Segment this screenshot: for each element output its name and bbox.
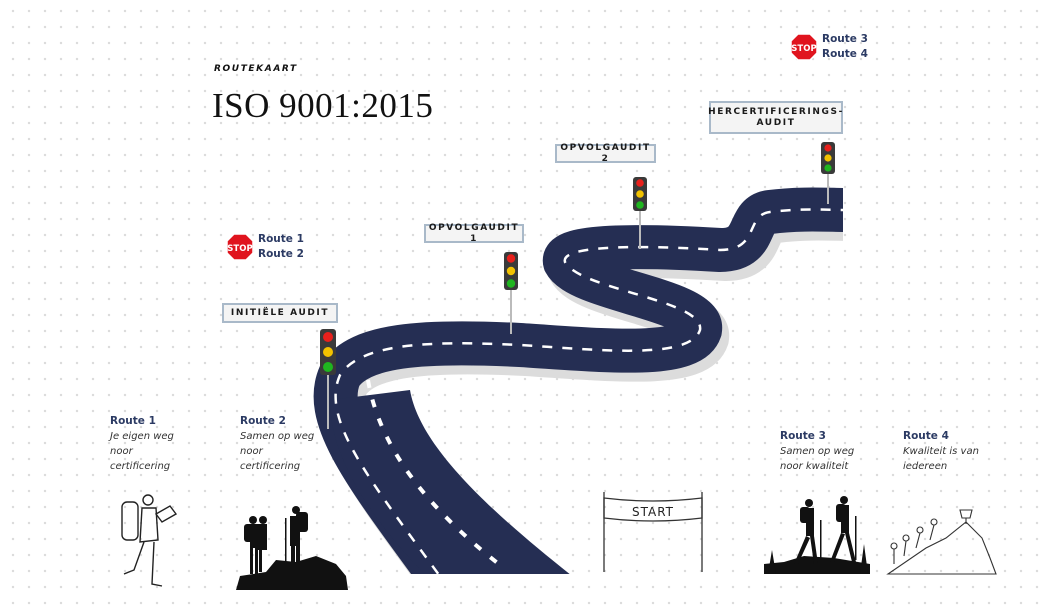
milestone-opvolgaudit-1: OPVOLGAUDIT 1 [424,222,524,244]
route-desc-line: Samen op weg [240,431,315,442]
stop-sign-icon: STOP [226,233,254,261]
two-hikers-walking-icon [764,496,870,574]
route-title: Route 1 [110,415,156,427]
start-banner-icon: START [603,492,703,572]
solo-hiker-map-icon [121,494,178,587]
milestone-label: OPVOLGAUDIT 2 [560,142,651,164]
traffic-light-icon [633,177,647,249]
milestone-hercertificeringsaudit: HERCERTIFICERINGS- AUDIT [708,101,844,134]
start-label: START [632,505,674,519]
page-title: ISO 9001:2015 [212,86,434,125]
route-title: Route 2 [240,415,286,427]
traffic-light-icon [821,142,835,204]
traffic-light-icon [504,252,518,334]
route-desc-line: Kwaliteit is van [903,446,979,457]
route-desc-line: noor [240,446,263,457]
eyebrow-label: ROUTEKAART [214,64,298,74]
stop-sign-routes-1-2: STOP Route 1 Route 2 [226,232,304,262]
route-1-description: Route 1 Je eigen weg noor certificering [110,414,174,474]
route-title: Route 3 [780,430,826,442]
stop-route-label: Route 1 [258,233,304,245]
route-4-description: Route 4 Kwaliteit is van iedereen [903,429,979,474]
traffic-light-icon [320,329,336,429]
stop-route-label: Route 2 [258,248,304,260]
svg-text:STOP: STOP [791,44,816,54]
stop-sign-icon: STOP [790,33,818,61]
stop-route-label: Route 3 [822,33,868,45]
two-hikers-summit-icon [236,506,348,590]
milestone-label: OPVOLGAUDIT 1 [428,222,520,244]
route-desc-line: certificering [240,461,301,472]
team-climbing-trophy-icon [886,509,997,575]
route-desc-line: Samen op weg [780,446,855,457]
route-desc-line: certificering [110,461,171,472]
stop-sign-routes-3-4: STOP Route 3 Route 4 [790,32,868,62]
route-2-description: Route 2 Samen op weg noor certificering [240,414,314,474]
stop-route-label: Route 4 [822,48,868,60]
milestone-opvolgaudit-2: OPVOLGAUDIT 2 [555,142,656,164]
milestone-initiele-audit: INITIËLE AUDIT [222,303,338,323]
milestone-label: INITIËLE AUDIT [230,307,330,318]
route-desc-line: iedereen [903,461,948,472]
route-title: Route 4 [903,430,949,442]
route-desc-line: Je eigen weg [110,431,174,442]
svg-text:STOP: STOP [227,244,252,254]
milestone-label-line2: AUDIT [756,117,796,128]
route-desc-line: noor [110,446,133,457]
route-desc-line: noor kwaliteit [780,461,849,472]
milestone-label: HERCERTIFICERINGS- [708,106,844,117]
route-3-description: Route 3 Samen op weg noor kwaliteit [780,429,854,474]
